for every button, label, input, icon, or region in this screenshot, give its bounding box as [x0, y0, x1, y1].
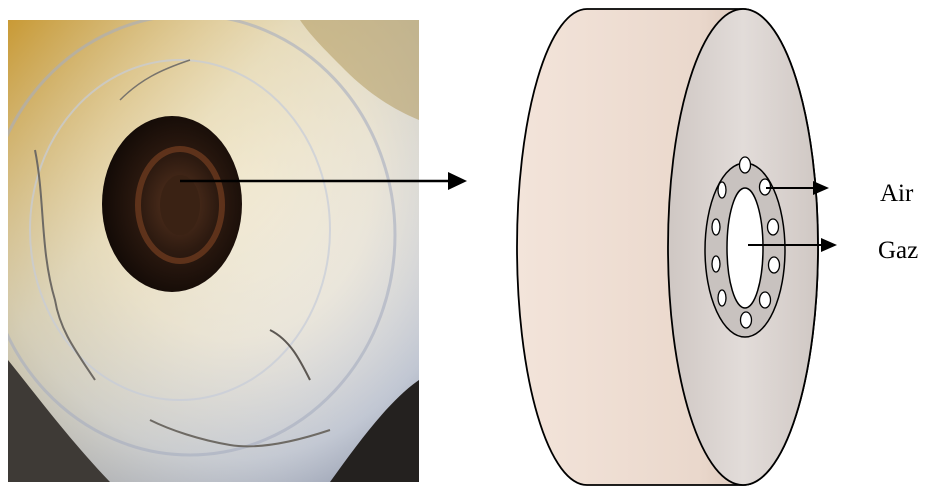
air-label: Air [880, 180, 914, 207]
air-hole [741, 312, 752, 328]
air-hole [740, 157, 751, 173]
air-hole [768, 219, 779, 235]
air-hole [760, 292, 771, 308]
gas-label: Gaz [878, 237, 918, 264]
burner-diagram: Air Gaz [517, 9, 918, 485]
gas-arrow-head [821, 238, 837, 252]
gas-inlet [727, 188, 763, 308]
air-hole [769, 257, 780, 273]
air-arrow-head [813, 181, 829, 195]
air-hole [718, 290, 726, 306]
air-hole [718, 182, 726, 198]
pointer-arrow-head [448, 172, 467, 190]
air-hole [712, 219, 720, 235]
burner-nozzle-core [160, 175, 200, 235]
air-hole [712, 256, 720, 272]
burner-photo [0, 15, 419, 482]
